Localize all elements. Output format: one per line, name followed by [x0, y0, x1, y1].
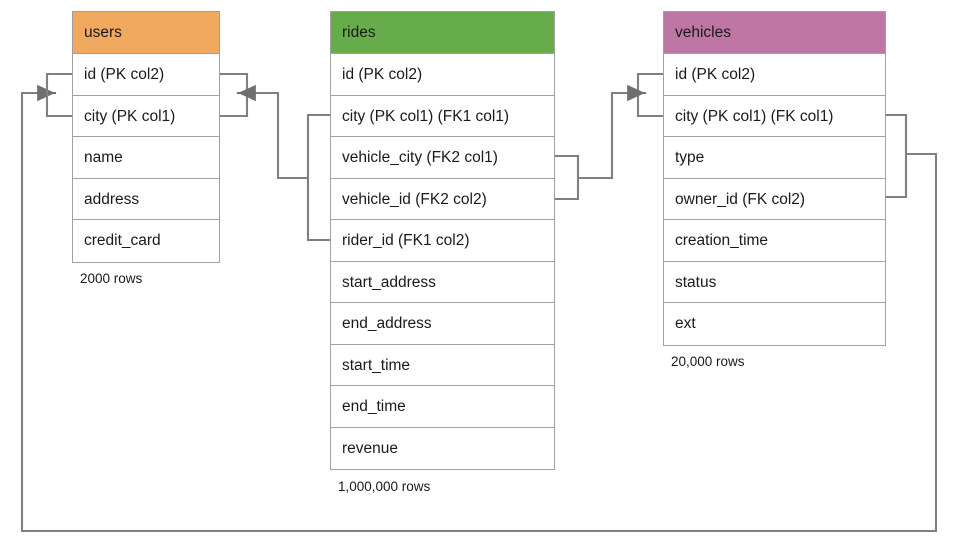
table-rides-field-vehicle-city[interactable]: vehicle_city (FK2 col1) — [331, 137, 554, 179]
table-vehicles-field-ext[interactable]: ext — [664, 303, 885, 345]
table-rides-field-start-time[interactable]: start_time — [331, 344, 554, 386]
table-rides-field-city[interactable]: city (PK col1) (FK1 col1) — [331, 95, 554, 137]
table-rides-field-revenue[interactable]: revenue — [331, 427, 554, 469]
connector-rides-rider-to-users — [218, 72, 332, 242]
table-users-field-city[interactable]: city (PK col1) — [73, 95, 219, 137]
table-users-field-name[interactable]: name — [73, 137, 219, 179]
table-rides-field-rider-id[interactable]: rider_id (FK1 col2) — [331, 220, 554, 262]
table-rides-field-end-address[interactable]: end_address — [331, 303, 554, 345]
table-vehicles-title: vehicles — [664, 12, 885, 54]
table-vehicles-field-id[interactable]: id (PK col2) — [664, 54, 885, 96]
table-vehicles[interactable]: vehicles id (PK col2) city (PK col1) (FK… — [663, 11, 886, 346]
table-vehicles-field-status[interactable]: status — [664, 261, 885, 303]
table-vehicles-field-city[interactable]: city (PK col1) (FK col1) — [664, 95, 885, 137]
table-rides-field-id[interactable]: id (PK col2) — [331, 54, 554, 96]
table-vehicles-field-creation-time[interactable]: creation_time — [664, 220, 885, 262]
table-vehicles-field-type[interactable]: type — [664, 137, 885, 179]
table-rides[interactable]: rides id (PK col2) city (PK col1) (FK1 c… — [330, 11, 555, 470]
table-users[interactable]: users id (PK col2) city (PK col1) name a… — [72, 11, 220, 263]
connector-rides-vehicle-to-vehicles — [553, 72, 665, 201]
table-users-field-credit-card[interactable]: credit_card — [73, 220, 219, 262]
table-rides-field-end-time[interactable]: end_time — [331, 386, 554, 428]
table-rides-row-count: 1,000,000 rows — [338, 479, 431, 494]
table-users-row-count: 2000 rows — [80, 271, 143, 286]
table-users-field-id[interactable]: id (PK col2) — [73, 54, 219, 96]
table-rides-title: rides — [331, 12, 554, 54]
table-users-title: users — [73, 12, 219, 54]
table-vehicles-field-owner-id[interactable]: owner_id (FK col2) — [664, 178, 885, 220]
table-rides-field-start-address[interactable]: start_address — [331, 261, 554, 303]
table-rides-field-vehicle-id[interactable]: vehicle_id (FK2 col2) — [331, 178, 554, 220]
table-users-field-address[interactable]: address — [73, 178, 219, 220]
table-vehicles-row-count: 20,000 rows — [671, 354, 745, 369]
